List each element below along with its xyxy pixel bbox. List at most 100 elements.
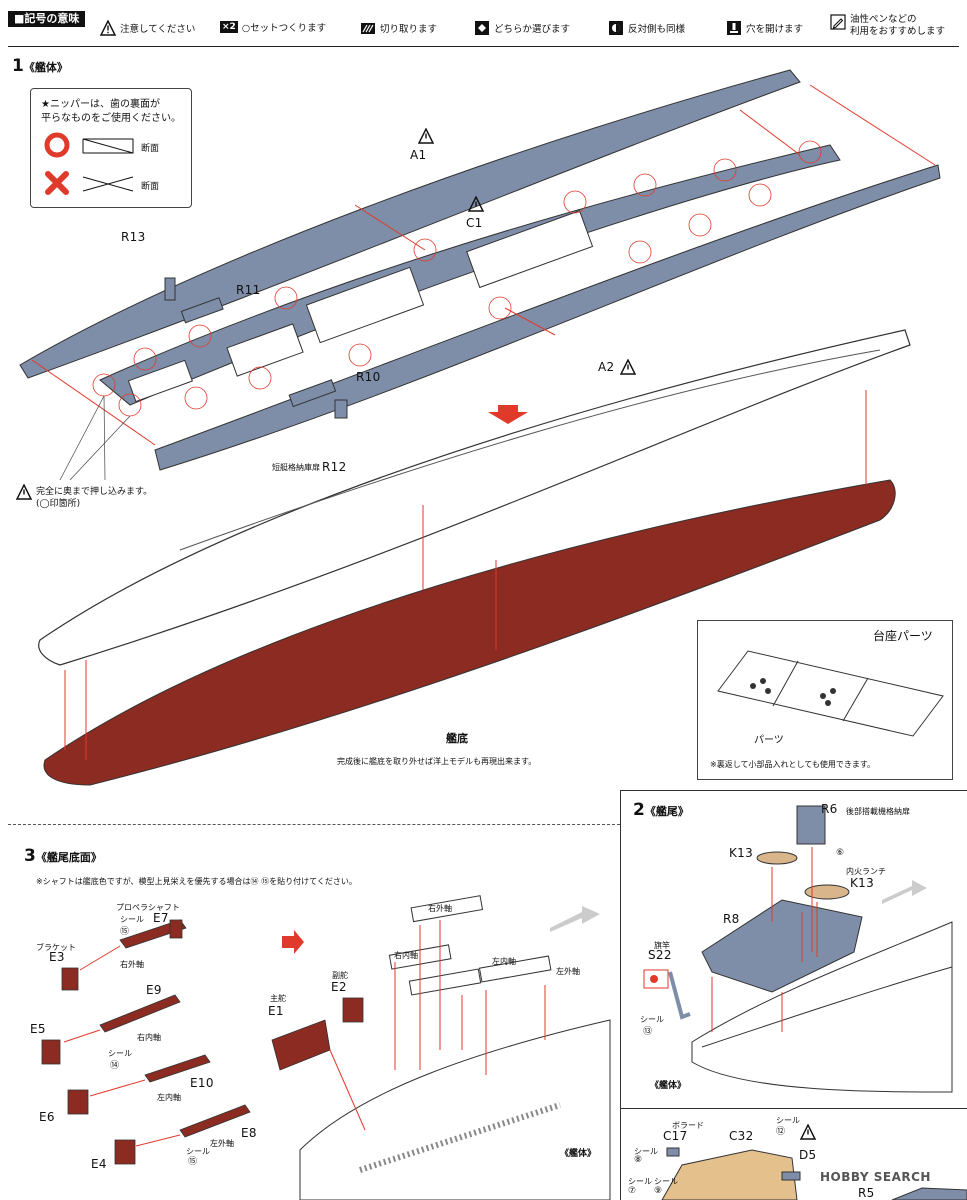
- part-a2-hull-side: [154, 164, 941, 471]
- seal-label: シール: [776, 1116, 800, 1125]
- stand-note: ※裏返して小部品入れとしても使用できます。: [710, 760, 876, 769]
- part-r10: [334, 399, 348, 419]
- label-r6: R6: [821, 802, 838, 816]
- part-c32-deck: [661, 1149, 798, 1200]
- label-e7: E7: [153, 911, 169, 925]
- bollard-note: ボラード: [672, 1121, 704, 1130]
- label-e10: E10: [190, 1076, 214, 1090]
- hull-label: 《艦体》: [560, 1149, 597, 1159]
- seal-12: ⑫: [776, 1127, 786, 1137]
- good-cut-label: 断面: [141, 144, 160, 154]
- seal-label: シール: [628, 1177, 652, 1186]
- legend-title: ■記号の意味: [8, 11, 86, 27]
- label-e4: E4: [91, 1157, 107, 1171]
- propeller-note: プロペラシャフト: [116, 903, 180, 912]
- part-e9: [99, 994, 181, 1033]
- warning-icon: [468, 196, 484, 212]
- seal-label: シール: [640, 1015, 664, 1024]
- seal-7: ⑦: [628, 1186, 637, 1196]
- r6-note: 後部搭載機格納扉: [846, 807, 910, 816]
- shaft-lo: 左外軸: [210, 1139, 234, 1148]
- watermark-text: HOBBY SEARCH: [820, 1170, 931, 1184]
- shaft-ro-label: 右外軸: [428, 904, 452, 913]
- label-e6: E6: [39, 1110, 55, 1124]
- label-r11: R11: [236, 283, 261, 297]
- part-e2: [342, 997, 364, 1023]
- legend-item-warning: 注意してください: [100, 20, 195, 36]
- label-e1: E1: [268, 1004, 284, 1018]
- stand-parts-box: 台座パーツ パーツ ※裏返して小部品入れとしても使用できます。: [697, 620, 953, 780]
- part-a1-hull-side: [19, 69, 801, 379]
- flat-blade-icon: [82, 138, 134, 154]
- part-r13: [164, 277, 176, 301]
- correct-icon: [44, 132, 70, 158]
- part-e3: [61, 967, 79, 991]
- warning-icon: [800, 1124, 816, 1140]
- shaft-ri-label: 右内軸: [394, 951, 418, 960]
- part-e10: [144, 1054, 211, 1083]
- press-note: 完全に奥まで押し込みます。 (◯印箇所): [36, 487, 153, 509]
- bottom-note: 完成後に艦底を取り外せば洋上モデルも再現出来ます。: [337, 757, 537, 766]
- label-d5: D5: [799, 1148, 817, 1162]
- label-k13: K13: [729, 846, 754, 860]
- part-c17: [666, 1147, 680, 1157]
- choice-icon: [475, 21, 489, 35]
- wrong-icon: [45, 171, 69, 195]
- label-c1: C1: [466, 216, 483, 230]
- legend-item-times-two: ×2 ○セットつくります: [220, 20, 326, 34]
- step-number: 3: [24, 846, 36, 866]
- step-number: 1: [12, 56, 24, 76]
- part-r11: [180, 297, 224, 324]
- stand-parts-label: パーツ: [754, 735, 784, 746]
- seal-label: シール: [186, 1147, 210, 1156]
- c1-opening: [226, 323, 304, 377]
- hull-bottom-part: [43, 479, 896, 786]
- seal-15: ⑮: [188, 1157, 198, 1167]
- legend-label: 反対側も同様: [628, 24, 686, 35]
- label-c17: C17: [663, 1129, 688, 1143]
- step2-diagram: [643, 805, 953, 1093]
- legend-label: 油性ペンなどの 利用をおすすめします: [850, 14, 946, 37]
- watermark: HOBBY SEARCH: [820, 1170, 931, 1184]
- seal-label: シール: [634, 1147, 658, 1156]
- direction-arrow: [882, 880, 927, 904]
- rudder-sub-note: 副舵: [332, 971, 348, 980]
- times-two-icon: ×2: [220, 21, 238, 33]
- seal-label: シール: [120, 915, 144, 924]
- flag-note: 旗竿: [654, 941, 670, 950]
- part-d5: [781, 1171, 801, 1181]
- shaft-li-label: 左内軸: [492, 957, 516, 966]
- divider: [620, 790, 967, 791]
- legend-item-symmetric: 反対側も同様: [608, 20, 685, 36]
- seal-15: ⑮: [120, 927, 130, 937]
- label-r10: R10: [356, 370, 381, 384]
- warning-icon: [620, 359, 636, 375]
- label-k13: K13: [850, 876, 875, 890]
- part-r6: [796, 805, 826, 845]
- label-e2: E2: [331, 980, 347, 994]
- part-e4: [114, 1139, 136, 1165]
- part-e1: [271, 1019, 331, 1071]
- step4-diagram: [661, 1147, 967, 1200]
- bevel-blade-icon: [82, 176, 134, 192]
- part-e6: [67, 1089, 89, 1115]
- bottom-label: 艦底: [446, 732, 468, 745]
- part-r12: [288, 379, 337, 408]
- step-title: 《艦尾》: [644, 805, 689, 818]
- launch-note: 内火ランチ: [846, 867, 886, 876]
- shaft-ro: 右外軸: [120, 960, 144, 969]
- seal-9: ⑨: [654, 1186, 663, 1196]
- bracket-note: ブラケット: [36, 943, 76, 952]
- direction-arrow: [550, 906, 600, 932]
- step-number: 2: [633, 800, 645, 820]
- r12-note: 短艇格納庫扉: [272, 463, 320, 472]
- drill-icon: [727, 21, 741, 35]
- label-s22: S22: [648, 948, 672, 962]
- legend-label: 注意してください: [120, 24, 196, 35]
- warning-icon: [16, 484, 32, 500]
- step-title: 《艦体》: [23, 61, 68, 74]
- legend-item-pen: 油性ペンなどの 利用をおすすめします: [830, 14, 945, 38]
- seal-label: シール: [654, 1177, 678, 1186]
- assembled-hull: [38, 329, 911, 666]
- rudder-main-note: 主舵: [270, 994, 286, 1003]
